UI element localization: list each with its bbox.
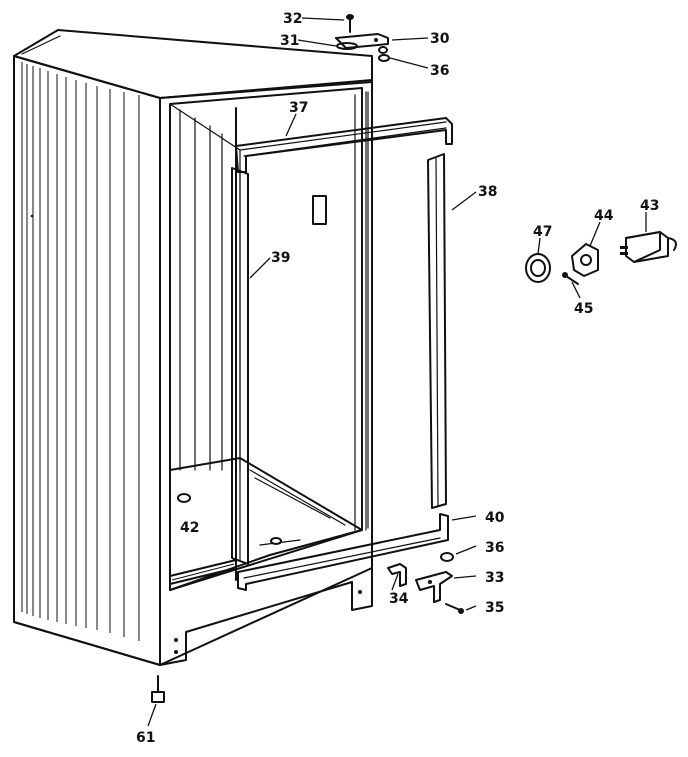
callout-37: 37	[289, 100, 308, 116]
callout-36-top: 36	[430, 63, 449, 79]
callout-32: 32	[283, 11, 302, 27]
part-33-bottom-hinge	[415, 571, 453, 603]
callout-43: 43	[640, 198, 659, 214]
callout-61: 61	[136, 730, 155, 746]
callout-44: 44	[594, 208, 614, 224]
part-36-top-washer	[378, 54, 390, 62]
callout-31: 31	[280, 33, 299, 49]
part-35-screw	[445, 603, 464, 614]
callout-38: 38	[478, 184, 497, 200]
part-38-right-strip	[427, 153, 447, 509]
callout-34: 34	[389, 591, 409, 607]
cabinet-body	[13, 29, 373, 666]
callout-39: 39	[271, 250, 290, 266]
part-30-31-top-hinge	[335, 33, 389, 54]
part-39-left-strip	[231, 167, 249, 565]
leader-lines	[147, 17, 647, 727]
callout-33: 33	[485, 570, 504, 586]
part-45-screw	[562, 272, 579, 285]
callout-40: 40	[485, 510, 505, 526]
callout-42: 42	[180, 520, 199, 536]
part-34-bracket	[387, 563, 407, 587]
callout-47: 47	[533, 224, 552, 240]
part-40-bottom-channel	[237, 513, 449, 591]
part-61-leveling-leg	[151, 675, 165, 703]
part-36-bottom-washer	[440, 552, 454, 562]
part-47-knob	[525, 253, 551, 283]
callout-labels: 32 31 30 36 37 38 39 42 40 36 33 34 35 4…	[136, 11, 659, 746]
callout-35: 35	[485, 600, 504, 616]
callout-30: 30	[430, 31, 450, 47]
callout-45: 45	[574, 301, 593, 317]
callout-36-bottom: 36	[485, 540, 504, 556]
part-44-thermostat	[571, 243, 599, 277]
part-32-screw	[346, 14, 354, 33]
part-37-top-channel	[235, 117, 453, 173]
part-43-switch	[620, 231, 677, 263]
